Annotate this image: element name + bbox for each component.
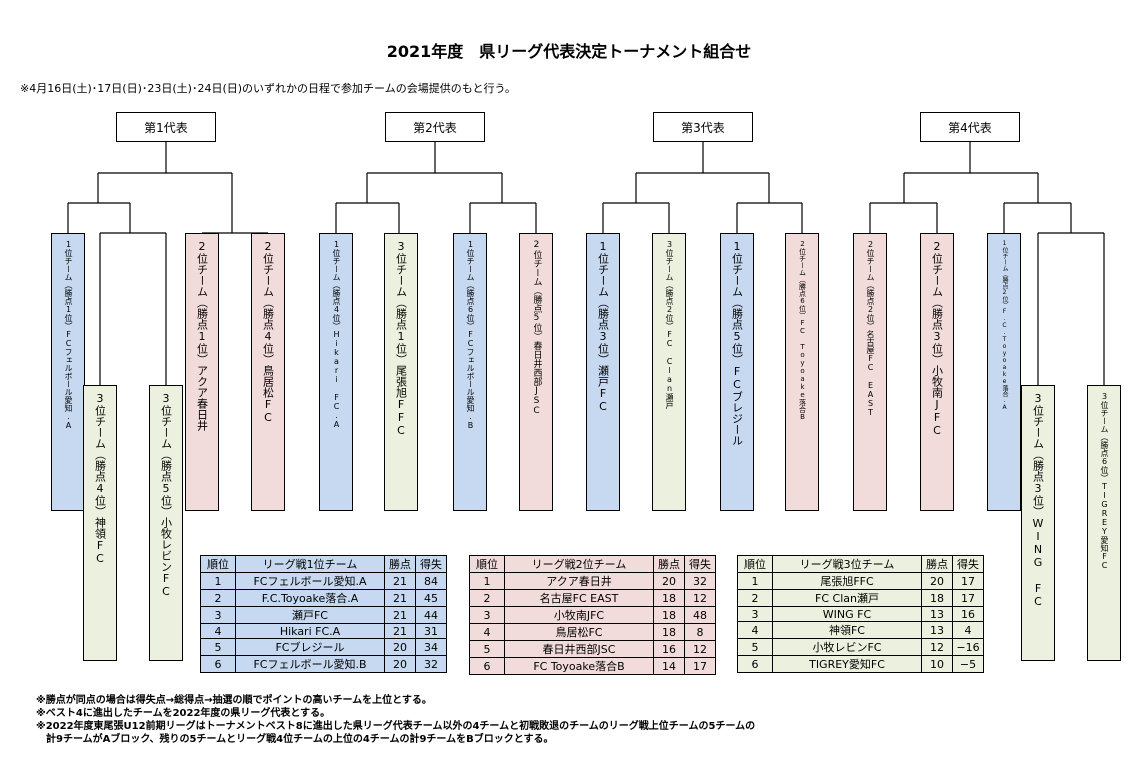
- slot-team: 2位チーム（勝点3位）小牧南JFC: [920, 233, 954, 511]
- column-header: 得失: [952, 555, 984, 573]
- column-header: 得失: [684, 555, 716, 573]
- rule-note: ※勝点が同点の場合は得失点→総得点→抽選の順でポイントの高いチームを上位とする。: [36, 695, 432, 706]
- column-header: 勝点: [653, 555, 685, 573]
- schedule-note: ※4月16日(土)･17日(日)･23日(土)･24日(日)のいずれかの日程で参…: [20, 82, 516, 95]
- slot-team: 2位チーム（勝点1位）アクア春日井: [185, 233, 219, 511]
- slot-team: 1位チーム（勝点3位）瀬戸FC: [586, 233, 620, 511]
- rule-note: ※ベスト4に進出したチームを2022年度の県リーグ代表とする。: [36, 708, 331, 719]
- representative-4-box: 第4代表: [920, 112, 1020, 142]
- slot-team: 1位チーム（勝点4位）Hikari FC.A: [319, 233, 353, 511]
- column-header: 順位: [737, 555, 773, 573]
- slot-team: 2位チーム（勝点5位）春日井西部JSC: [519, 233, 553, 511]
- slot-team: 1位チーム（勝点2位）F.C.Toyoake落合.A: [987, 233, 1021, 511]
- slot-team: 1位チーム（勝点5位）FCブレジール: [720, 233, 754, 511]
- page-title: 2021年度 県リーグ代表決定トーナメント組合せ: [386, 42, 752, 61]
- slot-team: 3位チーム（勝点5位）小牧レビンFC: [149, 385, 183, 661]
- slot-team: 2位チーム（勝点4位）鳥居松FC: [251, 233, 285, 511]
- column-header: 順位: [200, 555, 236, 573]
- rules-notes: ※勝点が同点の場合は得失点→総得点→抽選の順でポイントの高いチームを上位とする。…: [36, 694, 755, 746]
- slot-team: 2位チーム（勝点6位）FC Toyoake落合B: [785, 233, 819, 511]
- slot-team: 1位チーム（勝点1位）FCフェルボール愛知.A: [51, 233, 85, 511]
- column-header: 勝点: [921, 555, 953, 573]
- column-header: リーグ戦1位チーム: [235, 555, 385, 573]
- column-header: リーグ戦2位チーム: [504, 555, 654, 573]
- representative-3-box: 第3代表: [653, 112, 753, 142]
- column-header: 勝点: [384, 555, 416, 573]
- representative-2-box: 第2代表: [385, 112, 485, 142]
- rule-note: ※2022年度東尾張U12前期リーグはトーナメントベスト8に進出した県リーグ代表…: [36, 721, 756, 732]
- slot-team: 3位チーム（勝点2位）FC Clan瀬戸: [652, 233, 686, 511]
- slot-team: 1位チーム（勝点6位）FCフェルボール愛知.B: [453, 233, 487, 511]
- slot-team: 3位チーム（勝点3位）WING FC: [1021, 385, 1055, 661]
- column-header: リーグ戦3位チーム: [772, 555, 922, 573]
- column-header: 得失: [415, 555, 447, 573]
- slot-team: 3位チーム（勝点1位）尾張旭FFC: [384, 233, 418, 511]
- slot-team: 3位チーム（勝点6位）TIGREY愛知FC: [1087, 385, 1121, 661]
- slot-team: 2位チーム（勝点2位）名古屋FC EAST: [853, 233, 887, 511]
- rule-note: 計9チームがAブロック、残りの5チームとリーグ戦4位チームの上位の4チームの計9…: [36, 734, 554, 745]
- column-header: 順位: [469, 555, 505, 573]
- representative-1-box: 第1代表: [116, 112, 216, 142]
- slot-team: 3位チーム（勝点4位）神領FC: [83, 385, 117, 661]
